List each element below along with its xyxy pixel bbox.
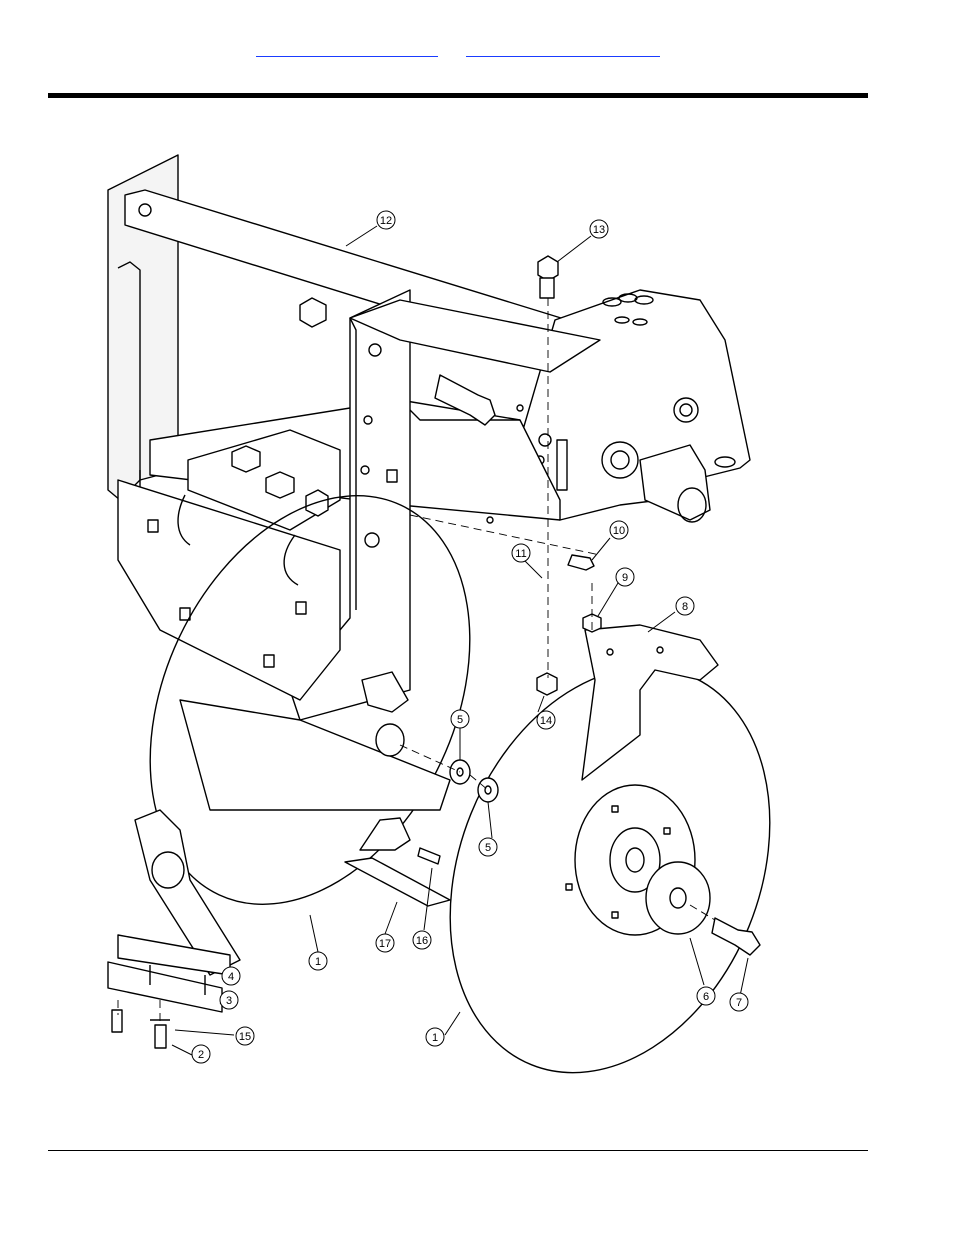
bolt-2b	[155, 1025, 166, 1048]
callout-14: 14	[537, 711, 555, 729]
lower-bracket	[360, 818, 410, 850]
callout-label: 12	[380, 215, 392, 227]
callout-6: 6	[697, 987, 715, 1005]
callout-10: 10	[610, 521, 628, 539]
callout-9: 9	[616, 568, 634, 586]
callout-17: 17	[376, 934, 394, 952]
callout-5b: 5	[479, 838, 497, 856]
callout-label: 3	[226, 995, 232, 1007]
callout-label: 10	[613, 525, 625, 537]
callout-label: 8	[682, 601, 688, 613]
callout-4: 4	[222, 967, 240, 985]
callout-5a: 5	[451, 710, 469, 728]
hub-cap	[646, 862, 710, 934]
pin-16	[418, 848, 440, 864]
callout-1b: 1	[426, 1028, 444, 1046]
hex-nut	[266, 472, 294, 498]
drag-bar-17	[345, 858, 450, 906]
callout-label: 7	[736, 997, 742, 1009]
bolt-13-head	[538, 256, 558, 281]
callout-label: 11	[515, 548, 526, 560]
callout-label: 13	[593, 224, 605, 236]
washer-5b	[478, 778, 498, 802]
hex-nut	[232, 446, 260, 472]
callout-label: 1	[315, 956, 321, 968]
callout-3: 3	[220, 991, 238, 1009]
callout-13: 13	[590, 220, 608, 238]
nut-14	[537, 673, 557, 695]
callout-label: 5	[457, 714, 463, 726]
callout-label: 1	[432, 1032, 438, 1044]
callout-label: 2	[198, 1049, 204, 1061]
bushing	[376, 724, 404, 756]
callout-label: 5	[485, 842, 491, 854]
callout-label: 6	[703, 991, 709, 1003]
callout-label: 15	[239, 1031, 251, 1043]
bolt-2a	[112, 1010, 122, 1032]
callout-11: 11	[512, 544, 530, 562]
callout-8: 8	[676, 597, 694, 615]
callout-label: 4	[228, 971, 234, 983]
assembly-drawing	[88, 155, 828, 1121]
callout-label: 17	[379, 938, 391, 950]
callout-12: 12	[377, 211, 395, 229]
callout-7: 7	[730, 993, 748, 1011]
hex-nut	[300, 298, 326, 327]
callout-label: 14	[540, 715, 552, 727]
callout-label: 9	[622, 572, 628, 584]
callout-15: 15	[236, 1027, 254, 1045]
callout-16: 16	[413, 931, 431, 949]
callout-1a: 1	[309, 952, 327, 970]
callout-2: 2	[192, 1045, 210, 1063]
callout-label: 16	[416, 935, 428, 947]
bolt-10	[568, 555, 594, 570]
